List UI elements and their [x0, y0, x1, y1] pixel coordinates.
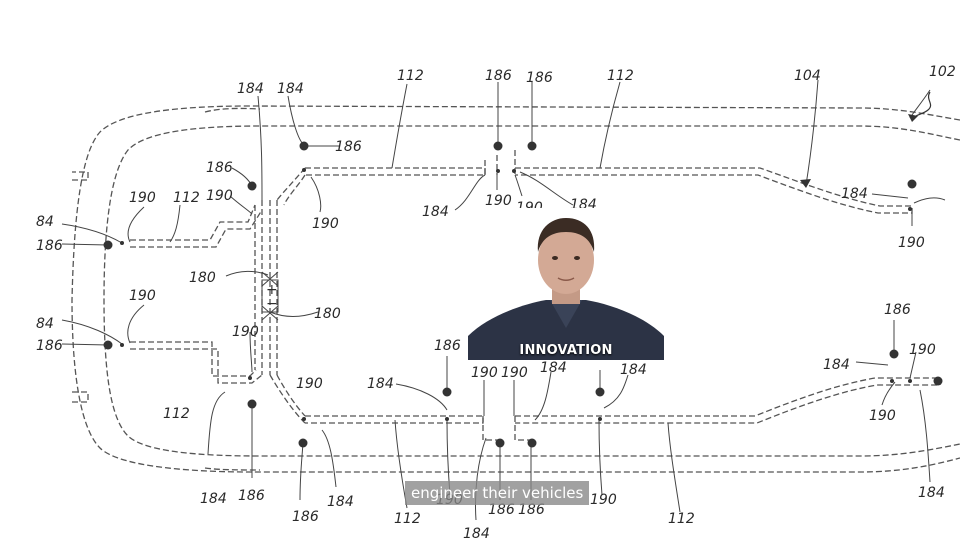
label-112: 112 — [163, 406, 190, 422]
label-184: 184 — [823, 357, 850, 373]
label-186: 186 — [884, 302, 911, 318]
vehicle-outer-outline — [71, 105, 960, 473]
left-upper-branch — [130, 204, 263, 248]
label-186: 186 — [292, 509, 319, 525]
label-112: 112 — [607, 68, 634, 84]
node-dot — [299, 141, 309, 151]
label-186: 186 — [36, 338, 63, 354]
label-184: 184 — [367, 376, 394, 392]
label-190: 190 — [898, 235, 925, 251]
label-190: 190 — [471, 365, 498, 381]
label-186: 186 — [434, 338, 461, 354]
label-112: 112 — [397, 68, 424, 84]
label-184: 184 — [463, 526, 490, 540]
label-186: 186 — [36, 238, 63, 254]
inset-caption: INNOVATION — [519, 343, 613, 358]
label-190: 190 — [206, 188, 233, 204]
left-lower-branch — [130, 341, 263, 384]
node-dot — [442, 387, 452, 397]
label-190: 190 — [312, 216, 339, 232]
node-dot — [889, 349, 899, 359]
node-dot — [907, 179, 917, 189]
minus-sign: − — [266, 296, 278, 312]
label-190: 190 — [129, 288, 156, 304]
label-190: 190 — [501, 365, 528, 381]
label-186: 186 — [526, 70, 553, 86]
node-dot — [495, 438, 505, 448]
label-186: 186 — [485, 68, 512, 84]
node-dot — [527, 438, 537, 448]
node-dot — [298, 438, 308, 448]
label-190: 190 — [909, 342, 936, 358]
label-190: 190 — [590, 492, 617, 508]
video-subtitle: engineer their vehicles — [405, 481, 590, 505]
node-dot — [493, 141, 503, 151]
label-190: 190 — [296, 376, 323, 392]
label-184-partial: 84 — [36, 214, 54, 230]
node-dot — [527, 141, 537, 151]
label-104: 104 — [794, 68, 821, 84]
label-112: 112 — [668, 511, 695, 527]
label-184: 184 — [540, 360, 567, 376]
label-180: 180 — [314, 306, 341, 322]
label-184: 184 — [200, 491, 227, 507]
plus-sign: + — [266, 282, 278, 298]
label-186: 186 — [206, 160, 233, 176]
label-190: 190 — [232, 324, 259, 340]
label-190: 190 — [869, 408, 896, 424]
node-dot — [933, 376, 943, 386]
node-dot — [595, 387, 605, 397]
speaker-portrait — [468, 208, 664, 360]
label-184: 184 — [237, 81, 264, 97]
label-184: 184 — [422, 204, 449, 220]
label-186: 186 — [335, 139, 362, 155]
vehicle-inner-outline — [103, 125, 960, 457]
upper-line — [305, 167, 913, 214]
node-dot — [247, 399, 257, 409]
label-184: 184 — [620, 362, 647, 378]
label-112: 112 — [394, 511, 421, 527]
label-186: 186 — [238, 488, 265, 504]
label-186: 186 — [518, 502, 545, 518]
label-102: 102 — [929, 64, 956, 80]
node-dot — [103, 240, 113, 250]
label-184: 184 — [841, 186, 868, 202]
speaker-inset: INNOVATION — [468, 208, 664, 360]
label-180: 180 — [189, 270, 216, 286]
label-184: 184 — [277, 81, 304, 97]
label-184: 184 — [918, 485, 945, 501]
label-190: 190 — [485, 193, 512, 209]
label-186: 186 — [488, 502, 515, 518]
label-184: 184 — [327, 494, 354, 510]
node-dot — [103, 340, 113, 350]
node-dot — [247, 181, 257, 191]
junction-block — [261, 279, 279, 313]
label-190: 190 — [129, 190, 156, 206]
label-184-partial: 84 — [36, 316, 54, 332]
label-112: 112 — [173, 190, 200, 206]
